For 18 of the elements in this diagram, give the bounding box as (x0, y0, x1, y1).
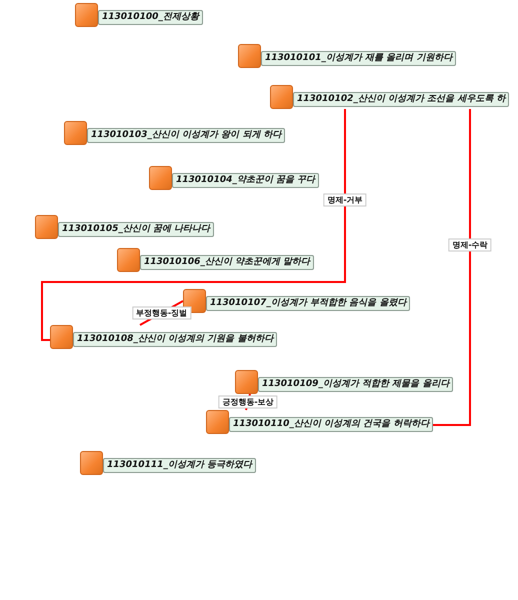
edge-label: 부정행동-징벌 (132, 306, 192, 320)
connector-line (433, 109, 471, 426)
node-label: 113010106_산신이 약초꾼에게 말하다 (140, 255, 314, 270)
node-label: 113010105_산신이 꿈에 나타나다 (58, 222, 214, 237)
node-label: 113010104_약초꾼이 꿈을 꾸다 (172, 173, 320, 188)
node-label: 113010103_산신이 이성계가 왕이 되게 하다 (87, 128, 286, 143)
node-label: 113010108_산신이 이성계의 기원을 불허하다 (73, 332, 278, 347)
connector-line (41, 109, 346, 341)
node-label: 113010111_이성계가 등극하였다 (103, 458, 256, 473)
edge-label: 명제-거부 (323, 194, 367, 206)
node-label: 113010107_이성계가 부적합한 음식을 올렸다 (206, 296, 410, 311)
edge-label: 긍정행동-보상 (218, 396, 278, 408)
node-label: 113010100_전제상황 (98, 10, 203, 25)
edge-label: 명제-수락 (448, 238, 492, 252)
node-label: 113010102_산신이 이성계가 조선을 세우도록 하 (293, 92, 510, 107)
node-label: 113010110_산신이 이성계의 건국을 허락하다 (229, 417, 434, 432)
node-label: 113010109_이성계가 적합한 제물을 올리다 (258, 377, 454, 392)
node-label: 113010101_이성계가 재를 올리며 기원하다 (261, 51, 456, 66)
